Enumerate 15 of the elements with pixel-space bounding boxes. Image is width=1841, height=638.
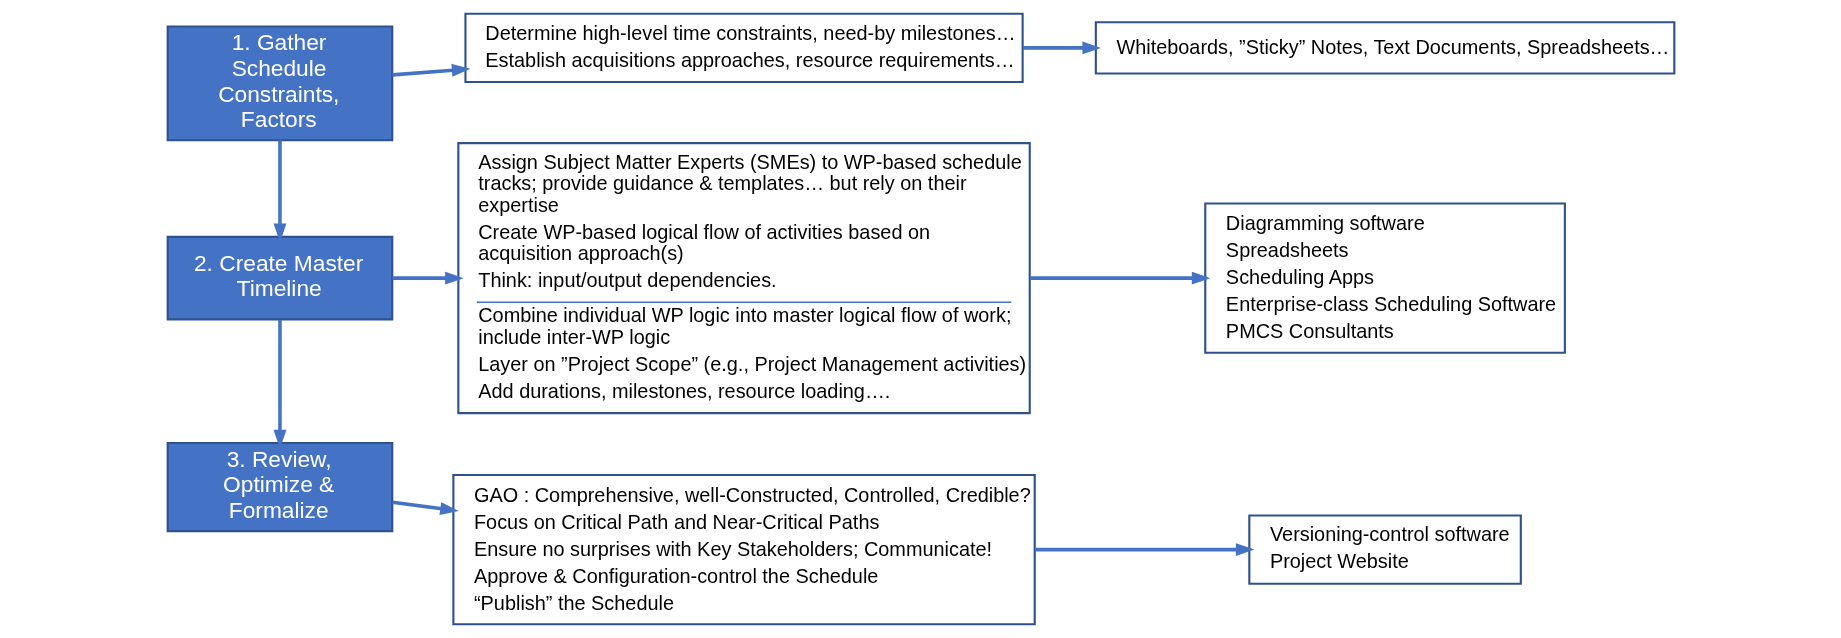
arrow bbox=[1022, 41, 1101, 55]
node-box: Diagramming software Spreadsheets Scheduling Apps Enterprise-class Scheduling Software PMCS Consultants bbox=[1203, 202, 1566, 354]
node-box: Whiteboards, ”Sticky” Notes, Text Documents, Spreadsheets… bbox=[1094, 21, 1675, 75]
arrow bbox=[391, 500, 459, 516]
arrow bbox=[1029, 271, 1210, 285]
arrow bbox=[391, 271, 464, 285]
node-box: Determine high-level time constraints, need-by milestones… Establish acquisitions approaches, resource requirements… bbox=[463, 12, 1024, 84]
node-box: Assign Subject Matter Experts (SMEs) to WP-based schedule tracks; provide guidance & templates… but rely on their expertise Create WP-based logical flow of activities based on acquisition approach(s) Think: input/output dependencies. Combine individual WP logic into master logical flow of work; include inter-WP logic Layer on ”Project Scope” (e.g., Project Management activities) Add durations, milestones, resource loading…. bbox=[456, 142, 1031, 415]
node-box: Versioning-control software Project Website bbox=[1247, 514, 1522, 585]
node-box: GAO : Comprehensive, well-Constructed, Controlled, Credible? Focus on Critical Path and Near-Critical Paths Ensure no surprises with Key Stakeholders; Communicate! Approve & Configuration-control the Schedule “Publish” the Schedule bbox=[451, 473, 1036, 626]
node-box: 1. Gather Schedule Constraints, Factors bbox=[166, 25, 393, 142]
arrow bbox=[1034, 543, 1254, 557]
arrow bbox=[391, 63, 470, 77]
node-box: 3. Review, Optimize & Formalize bbox=[166, 441, 393, 533]
node-box: 2. Create Master Timeline bbox=[166, 235, 393, 321]
